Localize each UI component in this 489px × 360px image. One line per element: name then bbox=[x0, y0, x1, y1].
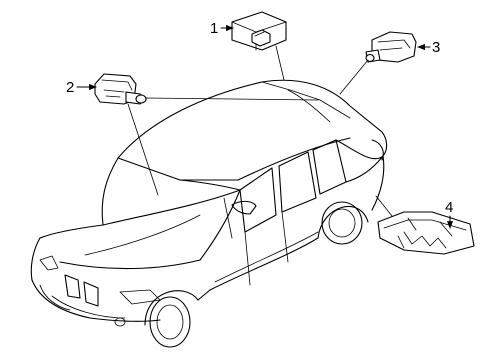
vehicle-outline bbox=[30, 79, 388, 348]
part-1-module bbox=[231, 11, 287, 51]
callout-label-3: 3 bbox=[432, 39, 440, 56]
callout-1: 1 bbox=[210, 20, 234, 37]
leader-lines bbox=[127, 45, 393, 217]
part-4-bracket bbox=[377, 211, 475, 255]
part-2-sensor bbox=[94, 73, 147, 105]
part-3-sensor bbox=[365, 31, 417, 63]
callout-label-1: 1 bbox=[210, 20, 218, 37]
callout-label-2: 2 bbox=[66, 79, 74, 96]
callout-3: 3 bbox=[417, 39, 440, 56]
callout-2: 2 bbox=[66, 79, 97, 96]
callout-label-4: 4 bbox=[445, 199, 453, 216]
callout-4: 4 bbox=[445, 199, 453, 229]
